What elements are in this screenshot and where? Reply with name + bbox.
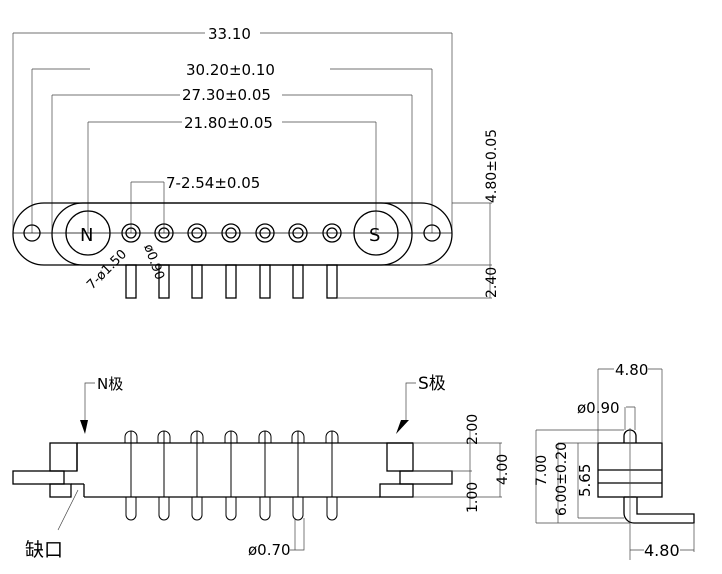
dim-height: 4.80±0.05 <box>484 129 500 203</box>
n-lower-block <box>49 483 72 498</box>
s-magnet <box>353 210 399 256</box>
inner-body <box>51 202 413 266</box>
dim-lines-vertical <box>337 202 492 299</box>
s-lower-block <box>379 483 414 498</box>
dim-hole-dia: ø0.90 <box>140 242 167 282</box>
s-label: S <box>369 225 380 246</box>
front-dim-lines <box>413 430 502 510</box>
dim-overall: 33.10 <box>208 25 251 43</box>
pins-top <box>121 223 342 243</box>
n-pole-label: N极 <box>97 375 123 393</box>
side-dim-inner: 5.65 <box>576 464 594 497</box>
top-view: 33.10 30.20±0.10 27.30±0.05 21.80±0.05 7… <box>12 25 500 299</box>
dim-inner-body: 27.30±0.05 <box>182 86 271 104</box>
side-pin-tail <box>623 496 695 524</box>
side-dim-total: 7.00 <box>534 455 550 486</box>
n-label: N <box>80 225 93 246</box>
dim-mount-holes: 30.20±0.10 <box>186 61 275 79</box>
front-body <box>76 442 413 498</box>
notch-label: 缺口 <box>25 539 63 561</box>
s-tab <box>399 470 453 485</box>
side-pin-dia-lines <box>624 406 636 430</box>
dim-pin-dia-front: ø0.70 <box>248 541 291 559</box>
dim-pad-dia: 7-ø1.50 <box>84 247 130 293</box>
s-pole-label: S极 <box>418 374 446 394</box>
notch-leader <box>57 489 79 531</box>
dim-pitch: 7-2.54±0.05 <box>166 174 260 192</box>
side-dim-body-height: 6.00±0.20 <box>554 442 570 516</box>
mount-hole-left <box>23 224 41 242</box>
s-leader <box>405 382 416 420</box>
s-block <box>386 442 414 472</box>
n-arrow <box>80 420 88 434</box>
side-height-lines <box>535 429 630 524</box>
dim-bottom: 1.00 <box>465 482 481 513</box>
mount-hole-right <box>423 224 441 242</box>
dim-body: 4.00 <box>495 454 511 485</box>
side-dim-pin-dia: ø0.90 <box>577 399 620 417</box>
dim-top: 2.00 <box>465 414 481 445</box>
n-block <box>49 442 78 472</box>
n-magnet <box>65 210 111 256</box>
side-tail-lines <box>630 524 695 552</box>
label-mask <box>180 84 282 100</box>
extension-lines <box>12 33 453 233</box>
front-view: N极 S极 缺口 ø0.70 2.00 4.00 1.00 <box>12 374 511 561</box>
label-mask <box>182 111 282 127</box>
dim-pin-offset: 2.40 <box>484 267 500 298</box>
pin-dia-leader <box>290 518 305 551</box>
side-dim-width: 4.80 <box>615 361 648 379</box>
n-leader <box>84 382 95 420</box>
side-view: 4.80 ø0.90 7.00 6.00±0.20 5.65 4.80 <box>534 361 695 560</box>
side-dim-tail: 4.80 <box>644 541 680 560</box>
s-arrow <box>396 420 409 434</box>
n-tab <box>12 470 65 485</box>
pin-tails <box>125 264 338 299</box>
pins-front <box>124 430 339 521</box>
side-width-lines <box>597 368 663 443</box>
dim-magnets: 21.80±0.05 <box>184 114 273 132</box>
